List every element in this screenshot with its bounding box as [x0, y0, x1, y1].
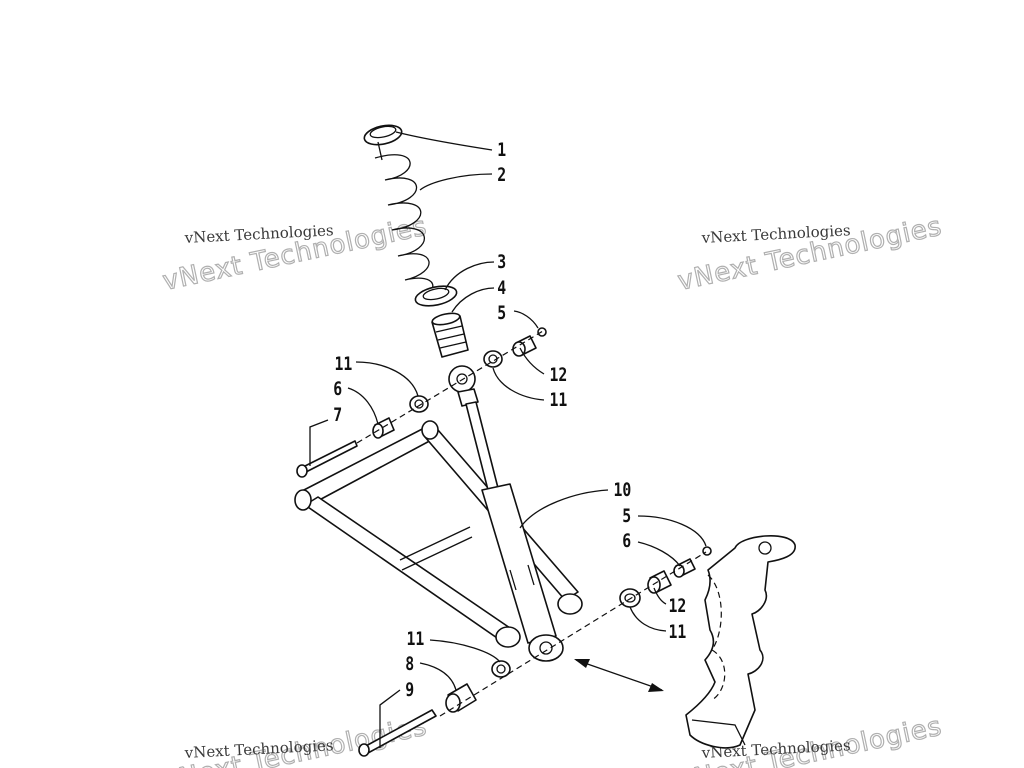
callout-6-upper: 6 — [333, 378, 342, 400]
bump-stop — [431, 312, 469, 358]
callout-2: 2 — [497, 164, 506, 186]
callout-11-lower-left: 11 — [407, 628, 425, 650]
upper-sleeve-left — [372, 417, 395, 439]
watermark-top-right: vNext Technologies vNext Technologies — [675, 211, 946, 298]
callout-6-lower: 6 — [622, 530, 631, 552]
callouts: 1 2 3 4 5 12 11 11 6 7 10 5 6 12 11 11 8… — [333, 139, 686, 701]
lower-sleeve-right — [647, 570, 672, 594]
callout-8: 8 — [405, 653, 414, 675]
callout-5-upper: 5 — [497, 302, 506, 324]
upper-bushing-left — [409, 395, 429, 413]
leader-lines — [309, 131, 707, 748]
upper-sleeve-right — [512, 335, 537, 357]
callout-10: 10 — [614, 479, 632, 501]
callout-7: 7 — [333, 404, 342, 426]
coil-spring — [374, 154, 434, 301]
spring-seat — [414, 285, 458, 307]
callout-5-lower: 5 — [622, 505, 631, 527]
callout-1: 1 — [497, 139, 506, 161]
callout-3: 3 — [497, 251, 506, 273]
spindle — [685, 534, 796, 749]
callout-11-upper-left: 11 — [335, 353, 353, 375]
upper-bolt — [296, 440, 358, 478]
shock-absorber — [448, 365, 564, 662]
callout-4: 4 — [497, 277, 506, 299]
watermark-top-left: vNext Technologies vNext Technologies — [160, 211, 431, 298]
lower-bushing-right — [619, 588, 641, 608]
lower-axis-line — [439, 551, 707, 717]
upper-axis-line — [356, 330, 544, 444]
lower-sleeve-left — [445, 683, 477, 713]
callout-11-upper-right: 11 — [550, 389, 568, 411]
callout-9: 9 — [405, 679, 414, 701]
double-arrow — [574, 659, 664, 692]
callout-12-lower: 12 — [669, 595, 687, 617]
lower-bolt — [358, 709, 437, 757]
lower-bushing-left — [491, 660, 511, 678]
callout-11-lower-right: 11 — [669, 621, 687, 643]
callout-12-upper: 12 — [550, 364, 568, 386]
